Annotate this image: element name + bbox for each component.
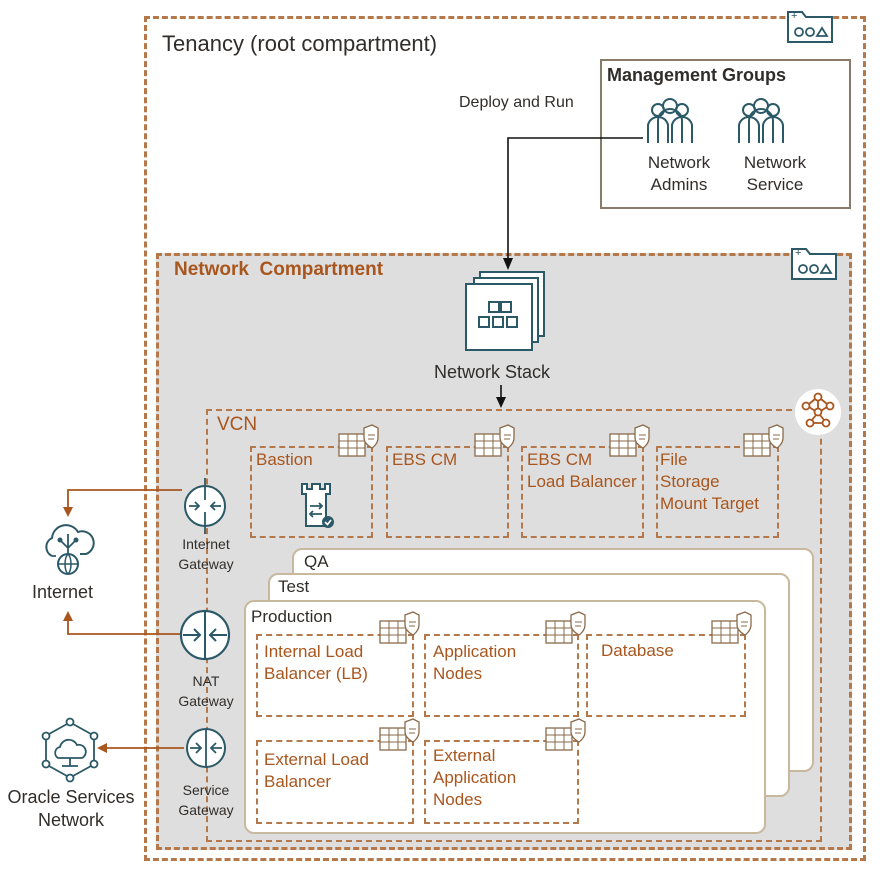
compartment-icon: + (787, 10, 833, 43)
network-compartment-title: Network Compartment (174, 259, 384, 280)
subnet-label-ebs-cm: EBS CM (392, 450, 458, 469)
subnet-file-storage (656, 446, 779, 538)
subnet-database (586, 634, 746, 717)
subnet-label-file-storage: File Storage Mount Target (660, 450, 759, 513)
deploy-run-label: Deploy and Run (459, 94, 574, 111)
subnet-ebs-cm (386, 446, 509, 538)
internet-label: Internet (32, 582, 94, 602)
subnet-external-lb (256, 740, 414, 824)
security-list-icon (545, 718, 586, 751)
subnet-label-application-nodes: Application Nodes (433, 642, 517, 683)
management-groups-title: Management Groups (607, 65, 787, 85)
nat-gateway-icon (179, 609, 231, 661)
internet-gateway-icon (184, 478, 226, 534)
subnet-label-external-application-nodes: External Application Nodes (433, 746, 517, 809)
network-admins-group-icon (647, 98, 693, 143)
subnet-label-internal-lb: Internal Load Balancer (LB) (264, 642, 368, 683)
network-stack-icon (465, 271, 545, 351)
subnet-bastion (250, 446, 373, 538)
security-list-icon (338, 424, 379, 457)
security-list-icon (379, 718, 420, 751)
nat-gateway-label: NAT Gateway (178, 673, 234, 709)
svg-text:+: + (791, 10, 797, 22)
oracle-services-network-label: Oracle Services Network (7, 787, 135, 830)
subnet-label-external-lb: External Load Balancer (264, 750, 369, 791)
production-environment (244, 600, 766, 834)
service-gateway-icon (186, 728, 226, 768)
security-list-icon (379, 611, 420, 644)
internet-cloud-icon (45, 524, 95, 576)
tenancy-title: Tenancy (root compartment) (162, 31, 438, 56)
subnet-application-nodes (424, 634, 579, 717)
test-label: Test (278, 577, 310, 596)
security-list-icon (711, 611, 752, 644)
subnet-label-ebs-cm-lb: EBS CM Load Balancer (527, 450, 637, 491)
subnet-ebs-cm-lb (521, 446, 644, 538)
security-list-icon (743, 424, 784, 457)
svg-text:+: + (795, 247, 801, 259)
group-label-network-service: Network Service (743, 153, 807, 194)
subnet-label-bastion: Bastion (256, 450, 313, 469)
network-stack-label: Network Stack (434, 362, 551, 382)
subnet-internal-lb (256, 634, 414, 717)
compartment-icon: + (791, 247, 837, 280)
network-service-group-icon (738, 98, 784, 143)
tenancy-compartment (144, 16, 866, 861)
security-list-icon (545, 611, 586, 644)
qa-label: QA (304, 552, 329, 571)
vcn-icon (795, 389, 841, 435)
subnet-label-database: Database (601, 641, 674, 660)
security-list-icon (609, 424, 650, 457)
security-list-icon (474, 424, 515, 457)
oracle-services-network-icon (41, 717, 99, 783)
bastion-icon (301, 483, 334, 528)
production-label: Production (251, 607, 333, 626)
internet-gateway-label: Internet Gateway (178, 536, 234, 572)
service-gateway-label: Service Gateway (178, 782, 234, 818)
subnet-external-application-nodes (424, 740, 579, 824)
vcn-label: VCN (217, 414, 258, 435)
group-label-network-admins: Network Admins (647, 153, 711, 194)
